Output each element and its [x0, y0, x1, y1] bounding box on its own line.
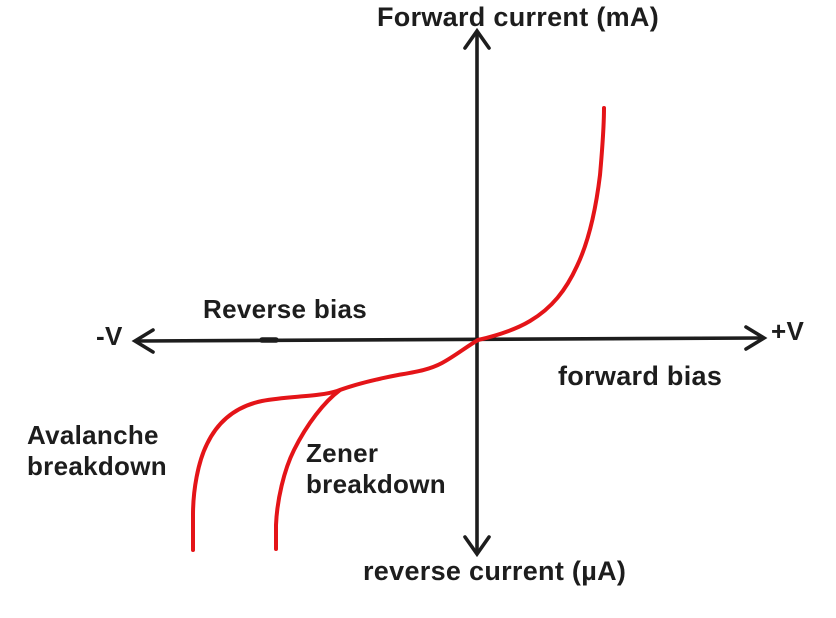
forward-characteristic-curve — [476, 106, 606, 342]
avalanche-breakdown-curve — [191, 338, 480, 552]
zener-breakdown-label-line2: breakdown — [306, 469, 446, 499]
zener-breakdown-label-line1: Zener — [306, 438, 379, 468]
up-arrowhead-icon — [463, 27, 491, 50]
left-arrowhead-icon — [131, 328, 155, 354]
y-axis-top-label: Forward current (mA) — [376, 2, 660, 32]
y-axis — [463, 27, 491, 558]
x-axis-positive-label: +V — [771, 316, 805, 346]
zener-breakdown-label: Zener breakdown — [306, 438, 446, 500]
down-arrowhead-icon — [463, 535, 491, 558]
zener-breakdown-curve — [274, 388, 342, 551]
avalanche-breakdown-label-line2: breakdown — [27, 451, 167, 481]
right-arrowhead-icon — [744, 325, 768, 351]
avalanche-breakdown-label: Avalanche breakdown — [27, 420, 167, 482]
avalanche-breakdown-label-line1: Avalanche — [27, 420, 159, 450]
x-axis-line — [135, 336, 764, 343]
y-axis-bottom-label: reverse current (µA) — [363, 556, 627, 586]
iv-curves — [191, 106, 606, 552]
x-axis — [131, 325, 768, 354]
forward-bias-label: forward bias — [558, 361, 723, 391]
reverse-bias-label: Reverse bias — [203, 294, 368, 324]
x-axis-negative-label: -V — [96, 321, 123, 351]
